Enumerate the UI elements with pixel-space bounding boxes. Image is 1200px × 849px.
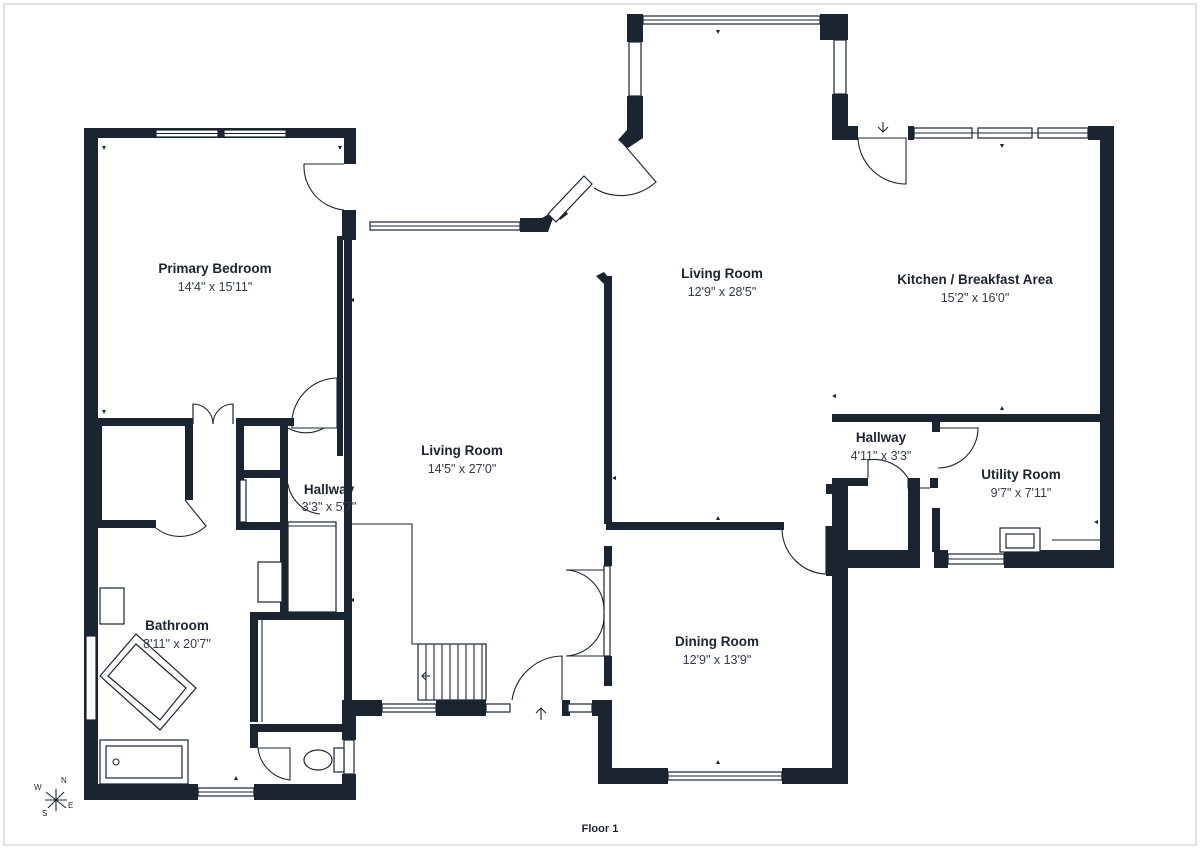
page-frame [3, 3, 1197, 846]
compass-east: E [68, 801, 73, 810]
compass-icon: N W E S [34, 776, 73, 818]
compass-south: S [42, 809, 47, 818]
room-name-utility-room: Utility Room [981, 467, 1061, 482]
room-name-kitchen: Kitchen / Breakfast Area [897, 272, 1053, 287]
room-name-primary-bedroom: Primary Bedroom [158, 261, 271, 276]
entry-arrows [535, 122, 889, 720]
measurement-ticks [102, 30, 1098, 780]
compass-north: N [61, 776, 67, 785]
room-dims-primary-bedroom: 14'4" x 15'11" [178, 280, 253, 294]
room-name-living-room-west: Living Room [421, 443, 503, 458]
fixtures [99, 527, 1041, 785]
room-dims-living-room-center: 12'9" x 28'5" [688, 285, 757, 299]
room-dims-dining-room: 12'9" x 13'9" [683, 653, 752, 667]
room-dims-hallway-west: 3'3" x 5'7" [302, 500, 357, 514]
room-name-dining-room: Dining Room [675, 634, 759, 649]
walls [84, 14, 1114, 800]
floor-label: Floor 1 [582, 823, 619, 835]
room-name-bathroom: Bathroom [145, 618, 209, 633]
room-labels: Primary Bedroom 14'4" x 15'11" Living Ro… [143, 261, 1061, 667]
stairs [348, 523, 487, 701]
room-name-hallway-west: Hallway [304, 482, 355, 497]
room-dims-kitchen: 15'2" x 16'0" [941, 291, 1010, 305]
room-name-living-room-center: Living Room [681, 266, 763, 281]
room-dims-utility-room: 9'7" x 7'11" [991, 486, 1052, 500]
room-dims-living-room-west: 14'5" x 27'0" [428, 462, 497, 476]
room-name-hallway-east: Hallway [856, 430, 907, 445]
windows [85, 15, 1089, 797]
compass-west: W [34, 783, 42, 792]
room-dims-hallway-east: 4'11" x 3'3" [851, 449, 912, 463]
room-dims-bathroom: 8'11" x 20'7" [143, 637, 211, 651]
doors [155, 137, 1100, 781]
